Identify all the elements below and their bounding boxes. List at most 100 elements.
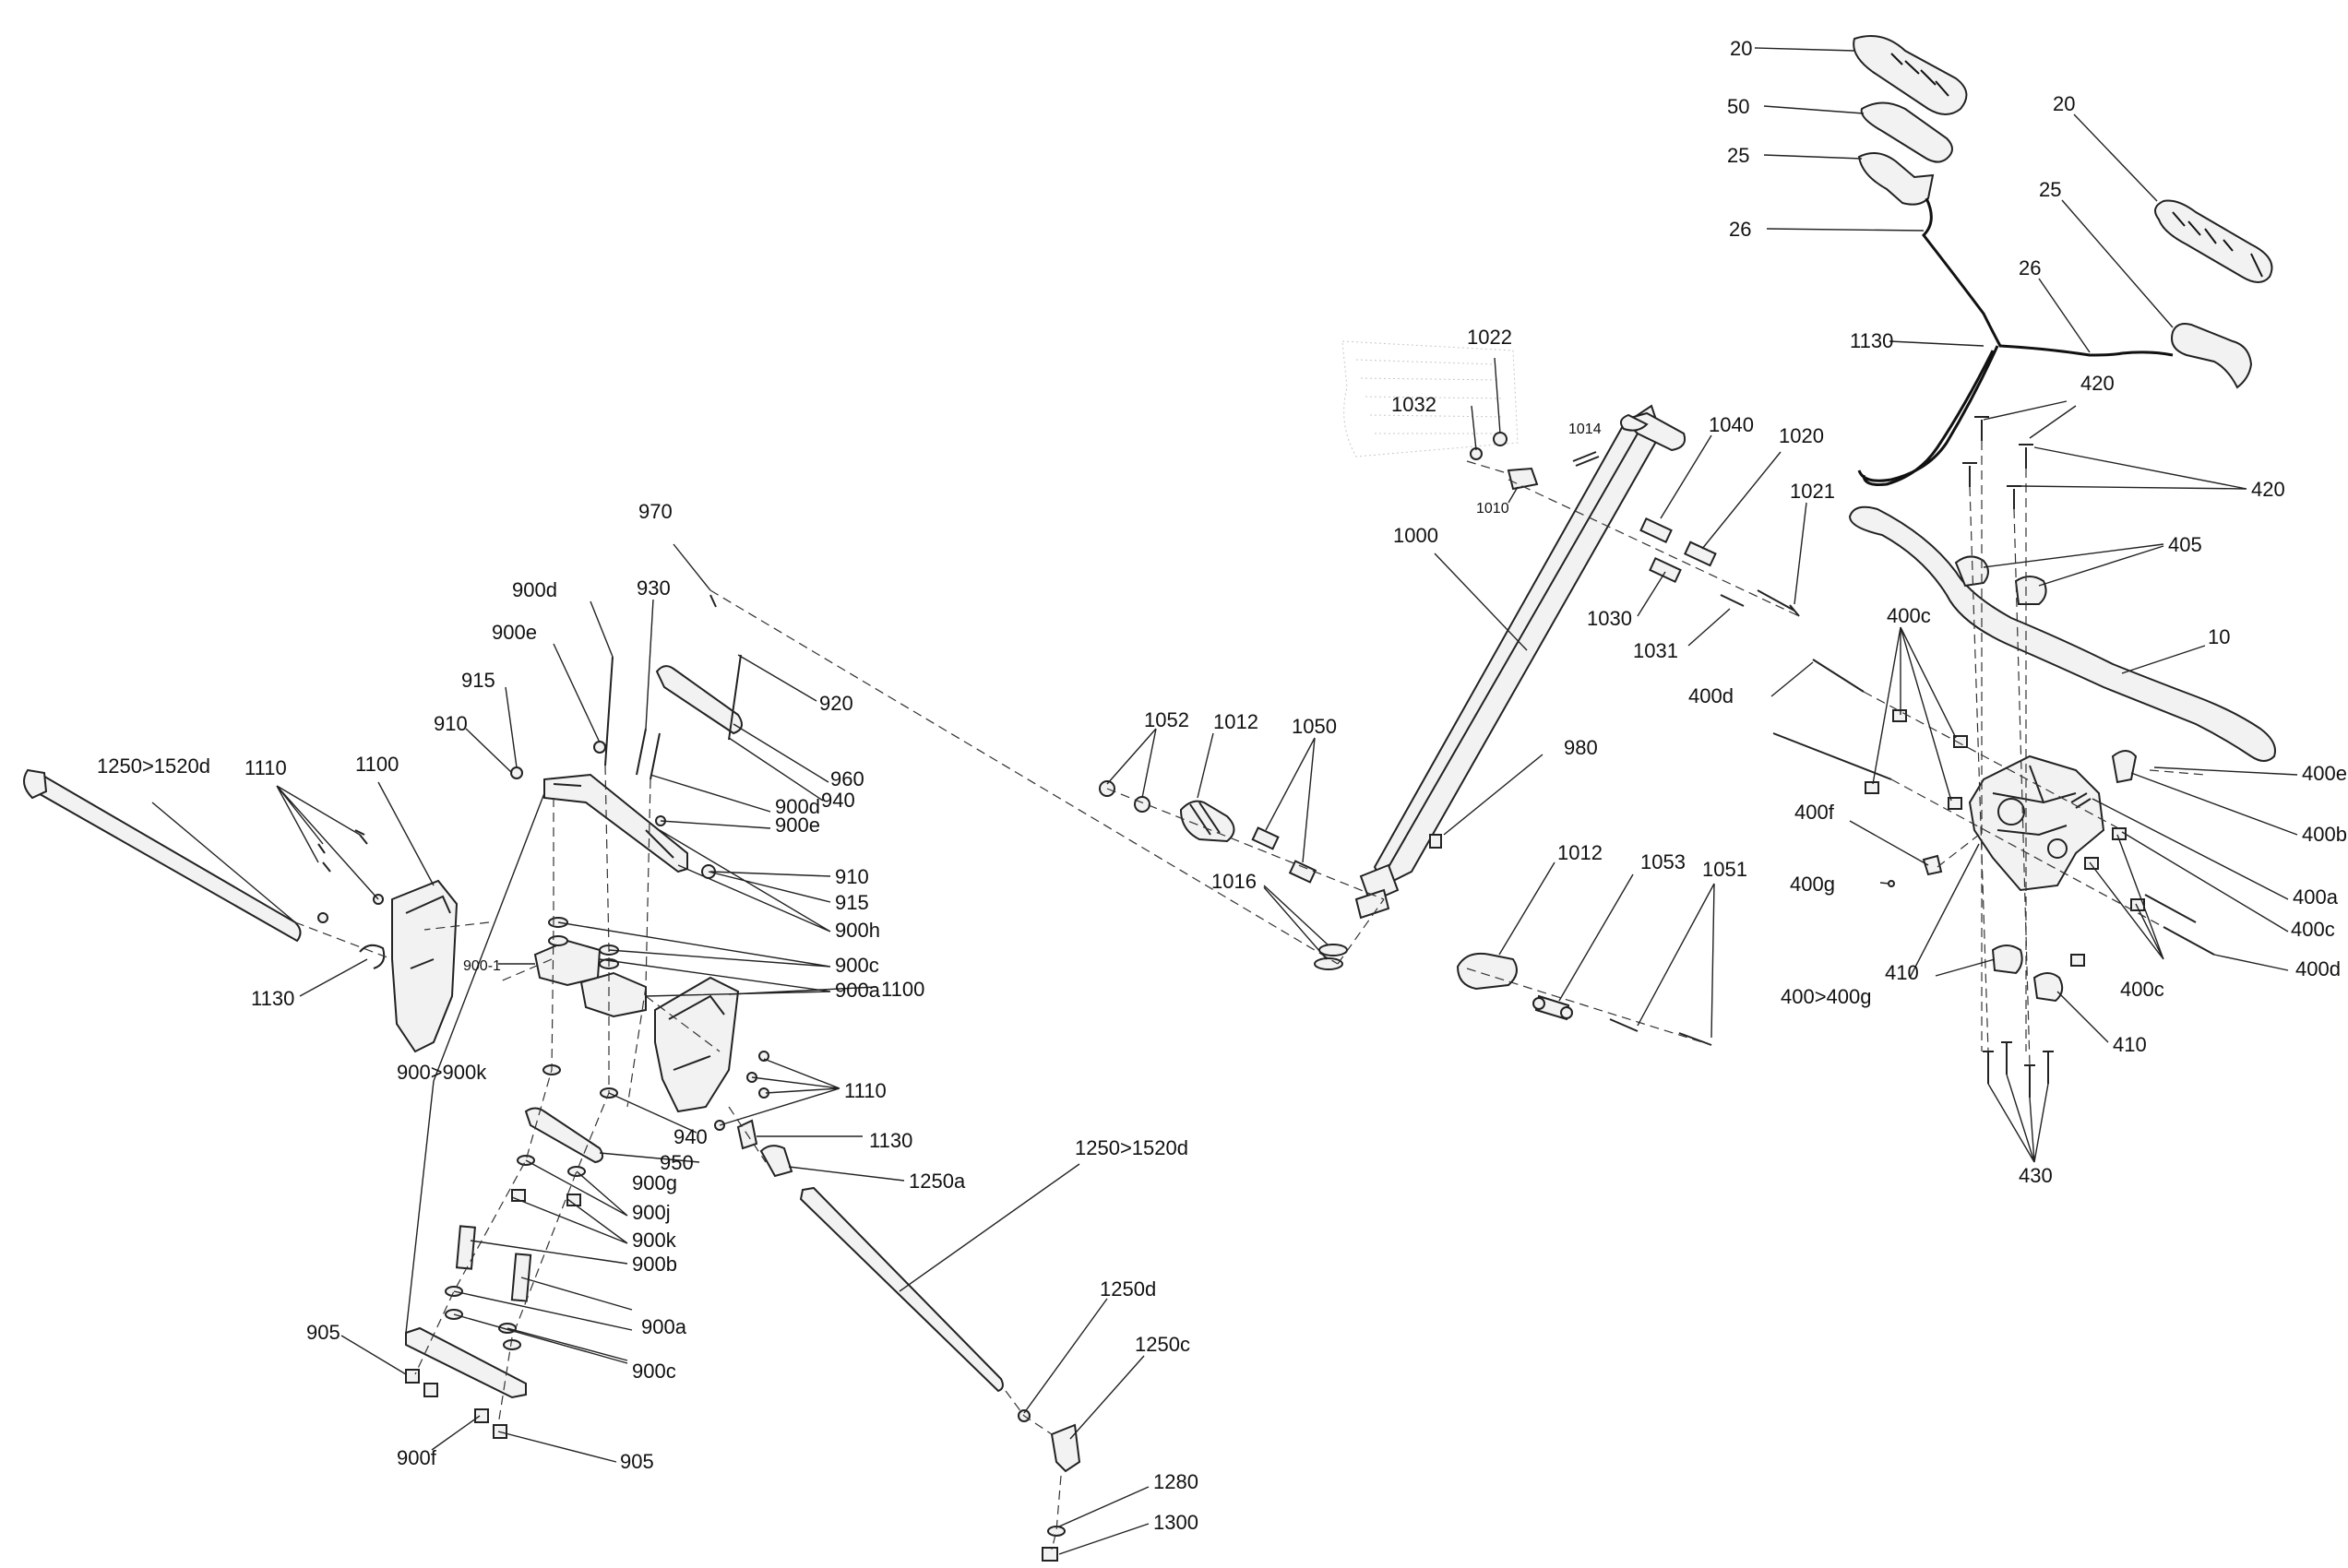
handlebar: [1848, 505, 2276, 762]
label-900e-a: 900e: [492, 621, 537, 644]
label-900a-b: 900a: [641, 1315, 687, 1338]
label-900-1: 900-1: [463, 958, 501, 974]
cover-left: [391, 879, 459, 1053]
clamp-lower-right: [2032, 972, 2064, 1003]
label-900e-b: 900e: [775, 814, 820, 837]
heated-grip-left: [1857, 152, 1935, 206]
label-400c-c: 400c: [2120, 978, 2164, 1001]
label-410a: 410: [1885, 961, 1919, 984]
label-410b: 410: [2113, 1033, 2147, 1056]
label-1030: 1030: [1587, 607, 1632, 630]
label-910a: 910: [434, 712, 468, 735]
lower-link: [1456, 952, 1518, 991]
label-900g: 900g: [632, 1171, 677, 1194]
label-400b: 400b: [2302, 823, 2347, 846]
label-1031: 1031: [1633, 639, 1678, 662]
label-50: 50: [1727, 95, 1749, 118]
heated-grip-right: [2171, 323, 2253, 389]
label-26b: 26: [2019, 256, 2041, 279]
bolt-430: [1983, 1051, 1994, 1084]
ghost-outline: [1341, 340, 1519, 457]
grip-right: [2154, 199, 2273, 283]
heating-cable: [1922, 197, 2174, 357]
label-1130b: 1130: [251, 987, 294, 1010]
label-980: 980: [1564, 736, 1598, 759]
label-960: 960: [830, 767, 864, 790]
label-1012a: 1012: [1213, 710, 1258, 733]
label-910b: 910: [835, 865, 869, 888]
label-1100a: 1100: [355, 753, 399, 776]
label-905a: 905: [306, 1321, 340, 1344]
label-1250c: 1250c: [1135, 1333, 1190, 1356]
label-1052: 1052: [1144, 708, 1189, 731]
label-10: 10: [2208, 625, 2230, 648]
handlebar-assembly: [1772, 35, 2276, 1098]
label-1012b: 1012: [1557, 841, 1603, 864]
label-900b: 900b: [632, 1253, 677, 1276]
label-25a: 25: [1727, 144, 1749, 167]
label-905b: 905: [620, 1450, 654, 1473]
label-1110a: 1110: [244, 756, 287, 779]
label-400-400g: 400>400g: [1781, 985, 1872, 1008]
label-950: 950: [660, 1151, 694, 1174]
cover-right: [654, 976, 740, 1113]
label-1010: 1010: [1476, 501, 1509, 517]
clip-1130: [359, 944, 386, 969]
pitman-arm-upper: [655, 665, 743, 735]
lower-plate: [405, 1326, 527, 1399]
label-900j: 900j: [632, 1201, 671, 1224]
label-400d-b: 400d: [2295, 957, 2341, 980]
label-400c-b: 400c: [2291, 918, 2335, 941]
label-420b: 420: [2251, 478, 2285, 501]
label-20b: 20: [2053, 92, 2075, 115]
label-1040: 1040: [1709, 413, 1754, 436]
label-20a: 20: [1730, 37, 1752, 60]
label-400d-a: 400d: [1688, 684, 1734, 707]
label-915a: 915: [461, 669, 495, 692]
label-915b: 915: [835, 891, 869, 914]
upper-plate: [543, 773, 688, 873]
label-1300: 1300: [1153, 1511, 1198, 1534]
label-1250a: 1250a: [909, 1170, 966, 1193]
label-1014: 1014: [1568, 422, 1602, 437]
bracket-900-1: [533, 939, 602, 987]
label-405: 405: [2168, 533, 2202, 556]
label-1051: 1051: [1702, 858, 1747, 881]
bolt-420: [1974, 416, 1989, 441]
clamp-lower-left: [1991, 944, 2023, 975]
label-430: 430: [2019, 1164, 2053, 1187]
bracket-900a: [579, 971, 647, 1018]
label-940a: 940: [821, 789, 855, 812]
label-1050: 1050: [1292, 715, 1337, 738]
steering-linkage-assembly: [23, 589, 1339, 1562]
label-1110b: 1110: [844, 1079, 887, 1102]
label-920: 920: [819, 692, 853, 715]
grip-left: [1853, 35, 1968, 115]
label-940b: 940: [673, 1125, 708, 1148]
pitman-arm-lower: [524, 1107, 604, 1164]
label-1000: 1000: [1393, 524, 1438, 547]
tie-rod-left: [33, 773, 302, 943]
leader-lines: [151, 47, 2298, 1555]
label-900a-a: 900a: [835, 979, 881, 1002]
label-1020: 1020: [1779, 424, 1824, 447]
label-1250-1520d-b: 1250>1520d: [1075, 1136, 1188, 1159]
label-1053: 1053: [1640, 850, 1686, 873]
label-400e: 400e: [2302, 762, 2347, 785]
label-1021: 1021: [1790, 480, 1835, 503]
label-1022: 1022: [1467, 326, 1512, 349]
clamp-upper-right: [2014, 576, 2047, 605]
label-930: 930: [637, 576, 671, 600]
label-900c-b: 900c: [632, 1360, 676, 1383]
label-1280: 1280: [1153, 1470, 1198, 1493]
throttle-tube: [1860, 101, 1953, 163]
part-labels: 20 50 25 26 20 25 26 1130 420 420 405 40…: [97, 37, 2347, 1534]
label-400a: 400a: [2293, 885, 2339, 909]
label-900d-a: 900d: [512, 578, 557, 601]
label-26a: 26: [1729, 218, 1751, 241]
label-1250-1520d-a: 1250>1520d: [97, 754, 210, 778]
label-900h: 900h: [835, 919, 880, 942]
label-900c-a: 900c: [835, 954, 879, 977]
label-1250d: 1250d: [1100, 1277, 1156, 1301]
